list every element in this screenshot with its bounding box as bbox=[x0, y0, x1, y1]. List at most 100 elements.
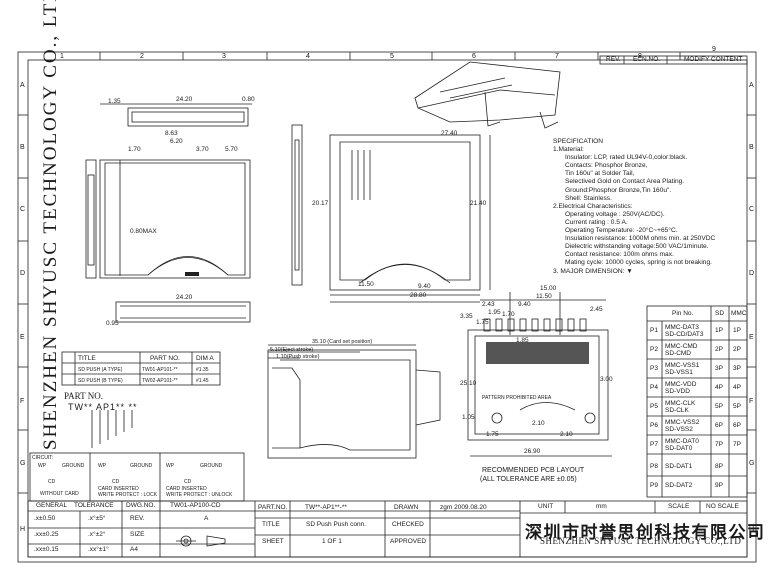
pin-sd: 4P bbox=[715, 384, 723, 391]
border-letter: F bbox=[20, 398, 25, 405]
circuit-unlock: CARD INSERTED WRITE PROTECT : UNLOCK bbox=[166, 486, 233, 498]
dim-label: 0.95 bbox=[106, 320, 119, 327]
tb-tol: .x±0.50 bbox=[34, 515, 56, 522]
dim-label: 3.70 bbox=[196, 146, 209, 153]
spec-line: Contacts: Phosphor Bronze, bbox=[565, 162, 648, 170]
tb-dwg-label: DWG.NO. bbox=[126, 502, 156, 509]
circuit-without-card: WITHOUT CARD bbox=[40, 491, 79, 497]
dim-label: 6.20 bbox=[170, 138, 183, 145]
tb-unit-label: UNIT bbox=[538, 503, 554, 510]
circuit-cd: CD bbox=[48, 479, 56, 485]
border-num: 6 bbox=[472, 53, 476, 60]
circuit-label: CIRCUIT: bbox=[32, 455, 54, 461]
spec-line: Insulator: LCP, rated UL94V-0,color:blac… bbox=[565, 154, 688, 162]
pcb-dim: 15.00 bbox=[540, 285, 557, 292]
pin-sd: 8P bbox=[715, 463, 723, 470]
pin-signal: SD-DAT2 bbox=[665, 482, 693, 489]
dim-label: 9.40 bbox=[418, 283, 431, 290]
border-letter: E bbox=[749, 334, 754, 341]
variant-dim: #1.45 bbox=[196, 378, 209, 384]
pin-number: P9 bbox=[650, 482, 658, 489]
border-letter: G bbox=[749, 460, 755, 467]
card-position: 35.10 (Card set position) bbox=[312, 339, 373, 345]
tb-general: GENERAL bbox=[36, 502, 68, 509]
pcb-dim: 2.45 bbox=[590, 306, 603, 313]
circuit-cd: CD bbox=[112, 479, 120, 485]
pin-signal: MMC-DAT0 SD-DAT0 bbox=[665, 438, 699, 452]
spec-line: Current rating : 0.5 A. bbox=[565, 218, 628, 226]
border-letter: A bbox=[749, 82, 754, 89]
border-num: 8 bbox=[638, 53, 642, 60]
variant-header: TITLE bbox=[78, 355, 96, 362]
spec-line: 3. MAJOR DIMENSION: ▼ bbox=[553, 267, 633, 275]
pin-number: P1 bbox=[650, 327, 658, 334]
border-letter: B bbox=[20, 144, 25, 151]
variant-part: TW02-AP101-** bbox=[142, 378, 178, 384]
border-num: 7 bbox=[555, 53, 559, 60]
pin-sd: 3P bbox=[715, 365, 723, 372]
pin-sd: 6P bbox=[715, 422, 723, 429]
modify-header: MODIFY CONTENT bbox=[684, 56, 743, 63]
pcb-dim: 26.90 bbox=[524, 448, 541, 455]
pin-mmc: 3P bbox=[733, 365, 741, 372]
pin-mmc: 4P bbox=[733, 384, 741, 391]
border-num: 9 bbox=[712, 46, 716, 53]
pin-signal: MMC-CMD SD-CMD bbox=[665, 343, 698, 357]
tb-partno: TW**-AP1**-** bbox=[305, 504, 347, 511]
spec-line: Ground:Phosphor Bronze,Tin 160u". bbox=[565, 186, 672, 194]
spec-line: Contact resistance: 100m ohms max. bbox=[565, 251, 674, 259]
dim-label: 8.63 bbox=[165, 130, 178, 137]
ecn-header: ECN.NO. bbox=[633, 56, 661, 63]
pcb-dim: 1.75 bbox=[486, 431, 499, 438]
pcb-dim: 2.43 bbox=[482, 301, 495, 308]
tb-sheet-label: SHEET bbox=[262, 538, 284, 545]
border-letter: B bbox=[749, 144, 754, 151]
border-letter: H bbox=[749, 526, 755, 533]
border-letter: E bbox=[20, 334, 25, 341]
pcb-dim: 1.85 bbox=[516, 337, 529, 344]
dim-label: 24.20 bbox=[176, 96, 193, 103]
spec-line: Insulation resistance: 1000M ohms min. a… bbox=[565, 235, 716, 243]
border-letter: G bbox=[20, 460, 26, 467]
spec-title: SPECIFICATION bbox=[553, 138, 604, 145]
pin-number: P6 bbox=[650, 422, 658, 429]
dim-label: 1.70 bbox=[128, 146, 141, 153]
spec-line: 1.Material: bbox=[553, 146, 584, 154]
pin-sd: 7P bbox=[715, 441, 723, 448]
pin-signal: MMC-VSS2 SD-VSS2 bbox=[665, 419, 700, 433]
variant-title: SD PUSH (B TYPE) bbox=[78, 378, 123, 384]
border-num: 1 bbox=[60, 53, 64, 60]
pcb-dim: 1.70 bbox=[502, 311, 515, 318]
pin-mmc: 2P bbox=[733, 346, 741, 353]
variant-header: DIM A bbox=[196, 355, 214, 362]
tb-dwg-no: TW01-AP100-CD bbox=[170, 502, 221, 509]
spec-line: Selectived Gold on Contact Area Plating. bbox=[565, 178, 685, 186]
pin-number: P2 bbox=[650, 346, 658, 353]
pin-sd: 2P bbox=[715, 346, 723, 353]
rev-header: REV. bbox=[606, 56, 621, 63]
tb-tol: .x°±2° bbox=[88, 531, 106, 538]
pcb-recommended-label: RECOMMENDED PCB LAYOUT bbox=[482, 467, 585, 474]
part-no-label: PART NO. bbox=[64, 391, 103, 401]
pattern-prohibited-area bbox=[486, 342, 589, 364]
dim-label: 5.70 bbox=[225, 146, 238, 153]
pcb-dim: 25.10 bbox=[460, 380, 477, 387]
pin-mmc: 7P bbox=[733, 441, 741, 448]
tb-approved-label: APPROVED bbox=[390, 538, 427, 545]
border-letter: F bbox=[749, 398, 754, 405]
border-letter: H bbox=[20, 526, 26, 533]
pcb-dim: 3.35 bbox=[460, 313, 473, 320]
tb-scale: NO SCALE bbox=[706, 503, 739, 510]
pin-mmc: 5P bbox=[733, 403, 741, 410]
dim-label: 27.40 bbox=[441, 130, 458, 137]
tb-tol: .xx°±1° bbox=[88, 546, 109, 553]
tb-scale-label: SCALE bbox=[668, 503, 690, 510]
circuit-wp: WP bbox=[98, 463, 107, 469]
variant-header: PART NO. bbox=[150, 355, 180, 362]
spec-line: 2.Electrical Characteristics: bbox=[553, 202, 633, 210]
border-num: 5 bbox=[390, 53, 394, 60]
company-name-en: SHENZHEN SHYUSC TECHNOLOGY CO.,LTD bbox=[540, 536, 742, 546]
pcb-pattern-label: PATTERN PROHIBITED AREA bbox=[482, 395, 552, 401]
pin-number: P5 bbox=[650, 403, 658, 410]
pin-sd: 1P bbox=[715, 327, 723, 334]
